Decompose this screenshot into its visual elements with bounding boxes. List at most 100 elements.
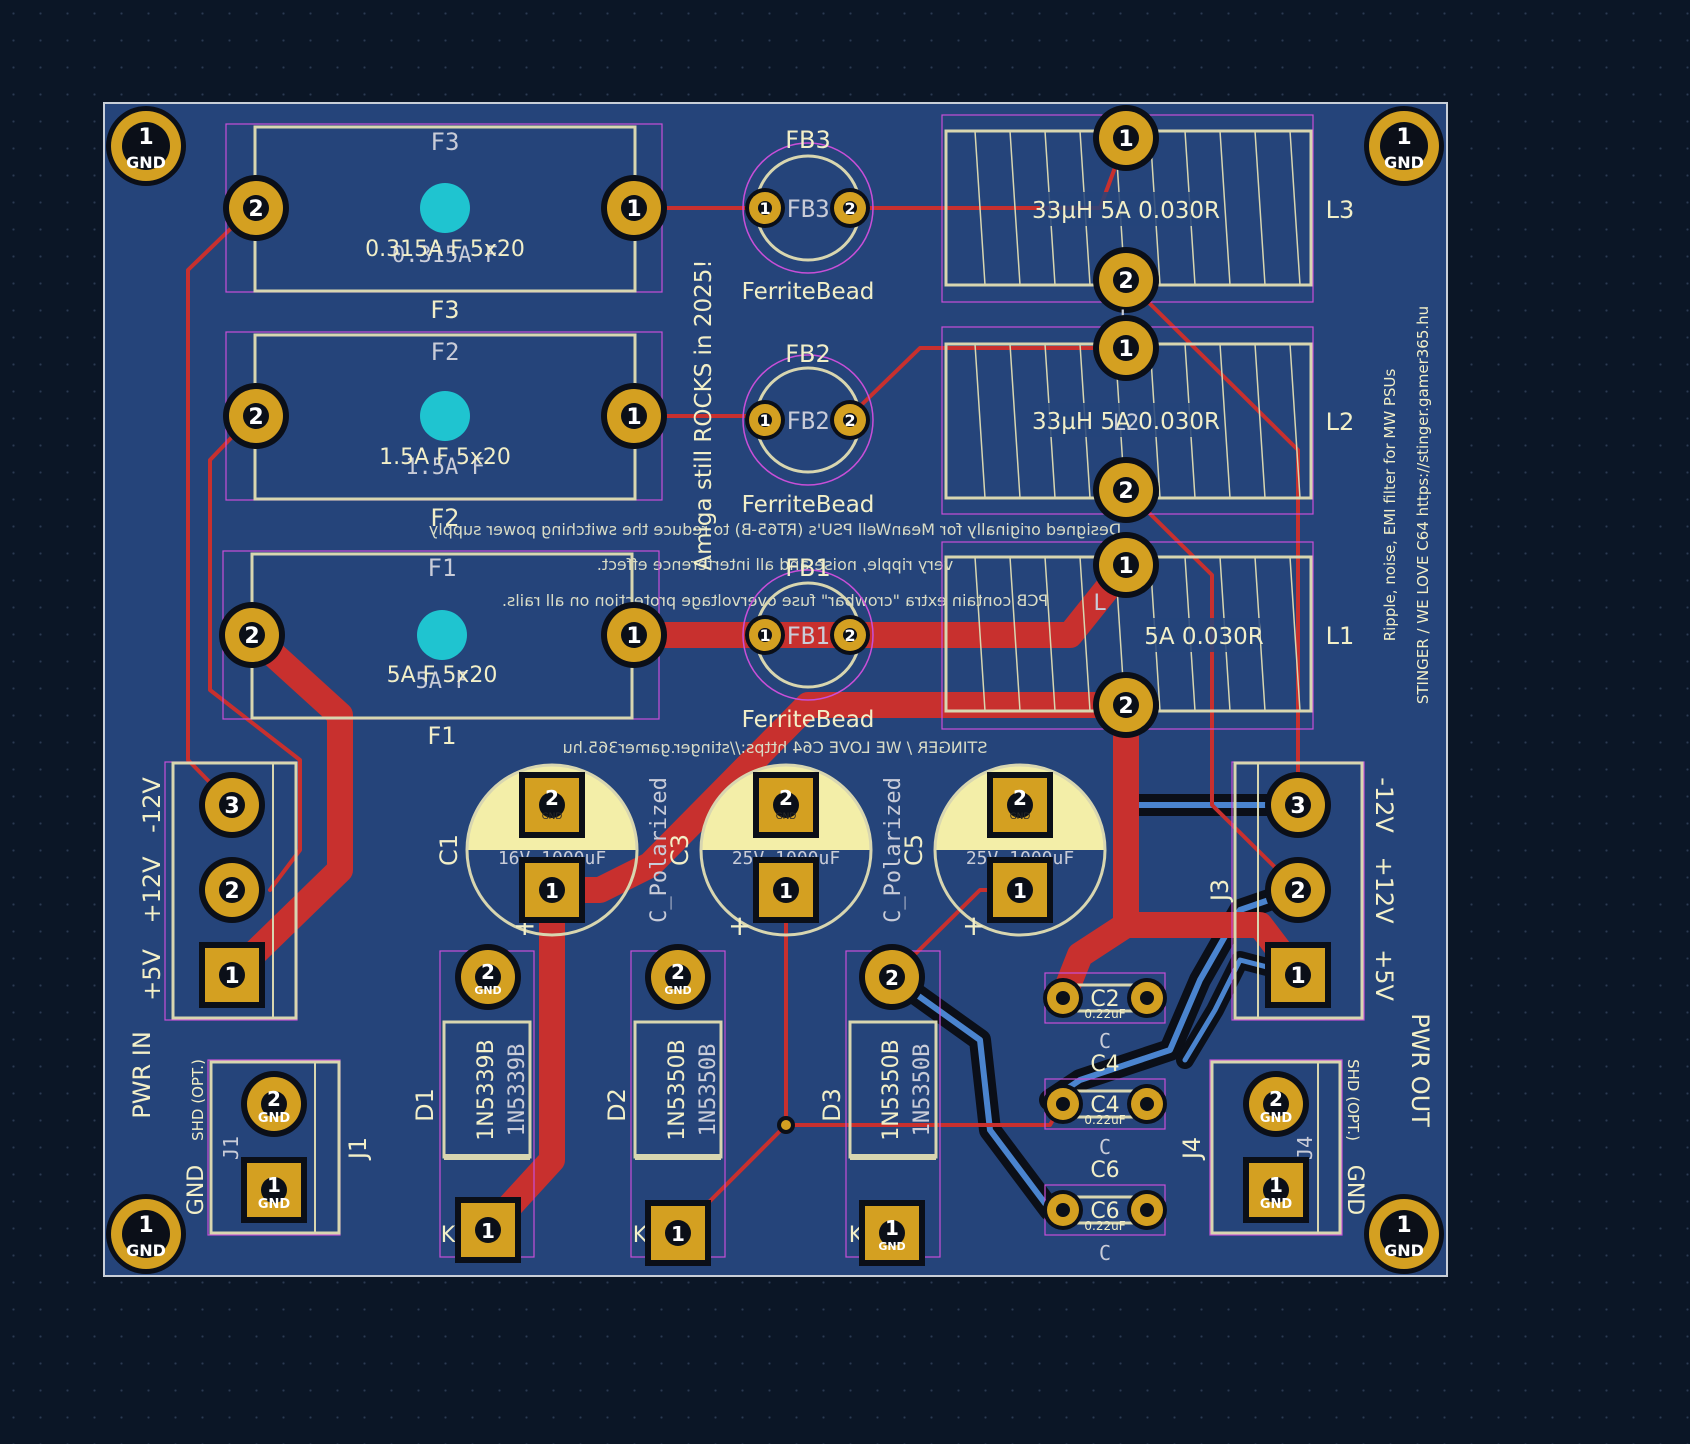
diode-cathode: K <box>441 1223 456 1248</box>
diode-pin-1: 1 <box>481 1219 495 1243</box>
cap-footprint: C_Polarized <box>647 777 672 923</box>
inductor-value: 5A 0.030R <box>1144 624 1264 650</box>
fuse-value: 1.5A F 5x20 <box>379 445 511 470</box>
small-cap-c4: C4 C4 0.22uF C <box>1043 1052 1167 1159</box>
mh-net: GND <box>126 153 166 172</box>
fuse-pin-2: 2 <box>248 197 263 222</box>
diode-ref: D3 <box>818 1088 846 1122</box>
small-cap-value: 0.22uF <box>1084 1219 1125 1233</box>
fb-fab-ref: FB1 <box>786 622 829 650</box>
diode-cathode: K <box>633 1223 648 1248</box>
cap-pin-2: 2 <box>545 786 559 810</box>
fb-ref: FB2 <box>785 340 831 368</box>
cap-ref: C5 <box>900 834 928 866</box>
connector-pwr-out: 3 2 1 -12V +12V +5V PWR OUT J3 <box>1206 761 1434 1127</box>
fuse-ref: F2 <box>430 504 459 532</box>
cap-pin-2: 2 <box>779 786 793 810</box>
j1-label-shd: SHD (OPT.) <box>189 1059 207 1141</box>
ferrite-bead-fb2: FB2 FB2 1 2 FerriteBead <box>742 340 875 518</box>
fb-pin-2: 2 <box>844 411 855 430</box>
small-cap-fab: C <box>1099 1241 1111 1265</box>
pwr-in-label-neg12v: -12V <box>138 777 166 833</box>
fb-pin-2: 2 <box>844 199 855 218</box>
pwr-in-label-12v: +12V <box>138 856 166 924</box>
back-silkscreen: Designed originally for MeanWell PSU's (… <box>429 520 1121 757</box>
fuse-fab-ref: F2 <box>431 338 460 366</box>
inductor-ref: L1 <box>1326 622 1355 650</box>
ferrite-bead-fb1: FB1 FB1 1 2 FerriteBead <box>742 554 875 733</box>
fuse-pin-2: 2 <box>244 624 259 649</box>
cap-pin-2-net: GND <box>776 812 797 822</box>
fb-ref: FB3 <box>785 126 831 154</box>
fb-pin-1: 1 <box>759 411 770 430</box>
j4-pin-1: 1 <box>1269 1173 1283 1197</box>
small-cap-ref-top: C4 <box>1090 1052 1119 1077</box>
pwr-out-label-12v: +12V <box>1370 856 1398 924</box>
cap-pin-1: 1 <box>1013 879 1027 903</box>
fb-fab-ref: FB2 <box>786 407 829 435</box>
diode-ref: D2 <box>603 1088 631 1122</box>
connector-pwr-in: 1 2 3 +5V +12V -12V PWR IN <box>128 761 298 1119</box>
fb-fab-ref: FB3 <box>786 195 829 223</box>
mh-pin: 1 <box>138 1213 153 1238</box>
fuse-f1: F1 5A F 1 2 5A F 5x20 F1 <box>219 550 667 750</box>
small-cap-ref-top: C6 <box>1090 1158 1119 1183</box>
small-cap-ref: C4 <box>1090 1093 1119 1118</box>
diode-value: 1N5339B <box>474 1039 499 1141</box>
fb-value: FerriteBead <box>742 707 875 733</box>
inductor-pin-2: 2 <box>1118 269 1133 294</box>
pwr-out-pin-2: 2 <box>1290 879 1305 904</box>
fb-pin-1: 1 <box>759 199 770 218</box>
inductor-pin-1: 1 <box>1118 554 1133 579</box>
cap-pin-2-net: GND <box>542 812 563 822</box>
pwr-out-pin-3: 3 <box>1290 794 1305 819</box>
mh-net: GND <box>1384 1241 1424 1260</box>
j1-pin-2-net: GND <box>258 1111 291 1126</box>
fb-pin-1: 1 <box>759 626 770 645</box>
diode-pin-2: 2 <box>885 966 899 990</box>
pwr-out-pin-1: 1 <box>1290 964 1305 989</box>
pwr-out-ref: J3 <box>1206 879 1234 903</box>
pwr-in-label-5v: +5V <box>138 949 166 1001</box>
fuse-clip-hole <box>420 183 470 233</box>
fuse-pin-1: 1 <box>626 624 641 649</box>
inductor-l2: 33µH 5A 0.030R L2 L2 1 2 <box>941 315 1354 523</box>
diode-fab-value: 1N5350B <box>910 1044 935 1137</box>
fb-value: FerriteBead <box>742 492 875 518</box>
fuse-fab-value: 5A F <box>416 669 469 694</box>
diode-pin-2-net: GND <box>664 984 691 997</box>
slogan-text: Amiga still ROCKS in 2025! <box>691 259 717 570</box>
fuse-value: 0.315A F 5x20 <box>365 237 525 262</box>
j4-label-gnd: GND <box>1342 1165 1367 1215</box>
fuse-pin-1: 1 <box>626 405 641 430</box>
pwr-in-pin-1: 1 <box>224 964 239 989</box>
cap-ref: C1 <box>435 834 463 866</box>
cap-footprint: C_Polarized <box>881 777 906 923</box>
cap-pin-2-net: GND <box>1010 812 1031 822</box>
side-note-2: STINGER / WE LOVE C64 https://stinger.ga… <box>1414 306 1432 704</box>
j1-fab-ref: J1 <box>219 1136 243 1160</box>
mh-net: GND <box>126 1241 166 1260</box>
j1-pin-2: 2 <box>267 1087 281 1111</box>
fuse-fab-value: 1.5A F <box>405 455 484 480</box>
small-cap-ref: C6 <box>1090 1199 1119 1224</box>
fuse-pin-1: 1 <box>626 197 641 222</box>
diode-pin-1: 1 <box>671 1222 685 1246</box>
cap-ref: C3 <box>666 834 694 866</box>
mh-pin: 1 <box>1396 125 1411 150</box>
j1-label-gnd: GND <box>184 1165 209 1215</box>
diode-pin-2: 2 <box>671 960 685 984</box>
j4-fab-ref: J4 <box>1293 1136 1317 1160</box>
inductor-value: 33µH 5A 0.030R <box>1032 409 1220 435</box>
fuse-f3: F3 0.315A F 1 2 0.315A F 5x20 F3 <box>223 123 667 324</box>
back-line-2: very ripple, noise and all interference … <box>597 555 953 574</box>
